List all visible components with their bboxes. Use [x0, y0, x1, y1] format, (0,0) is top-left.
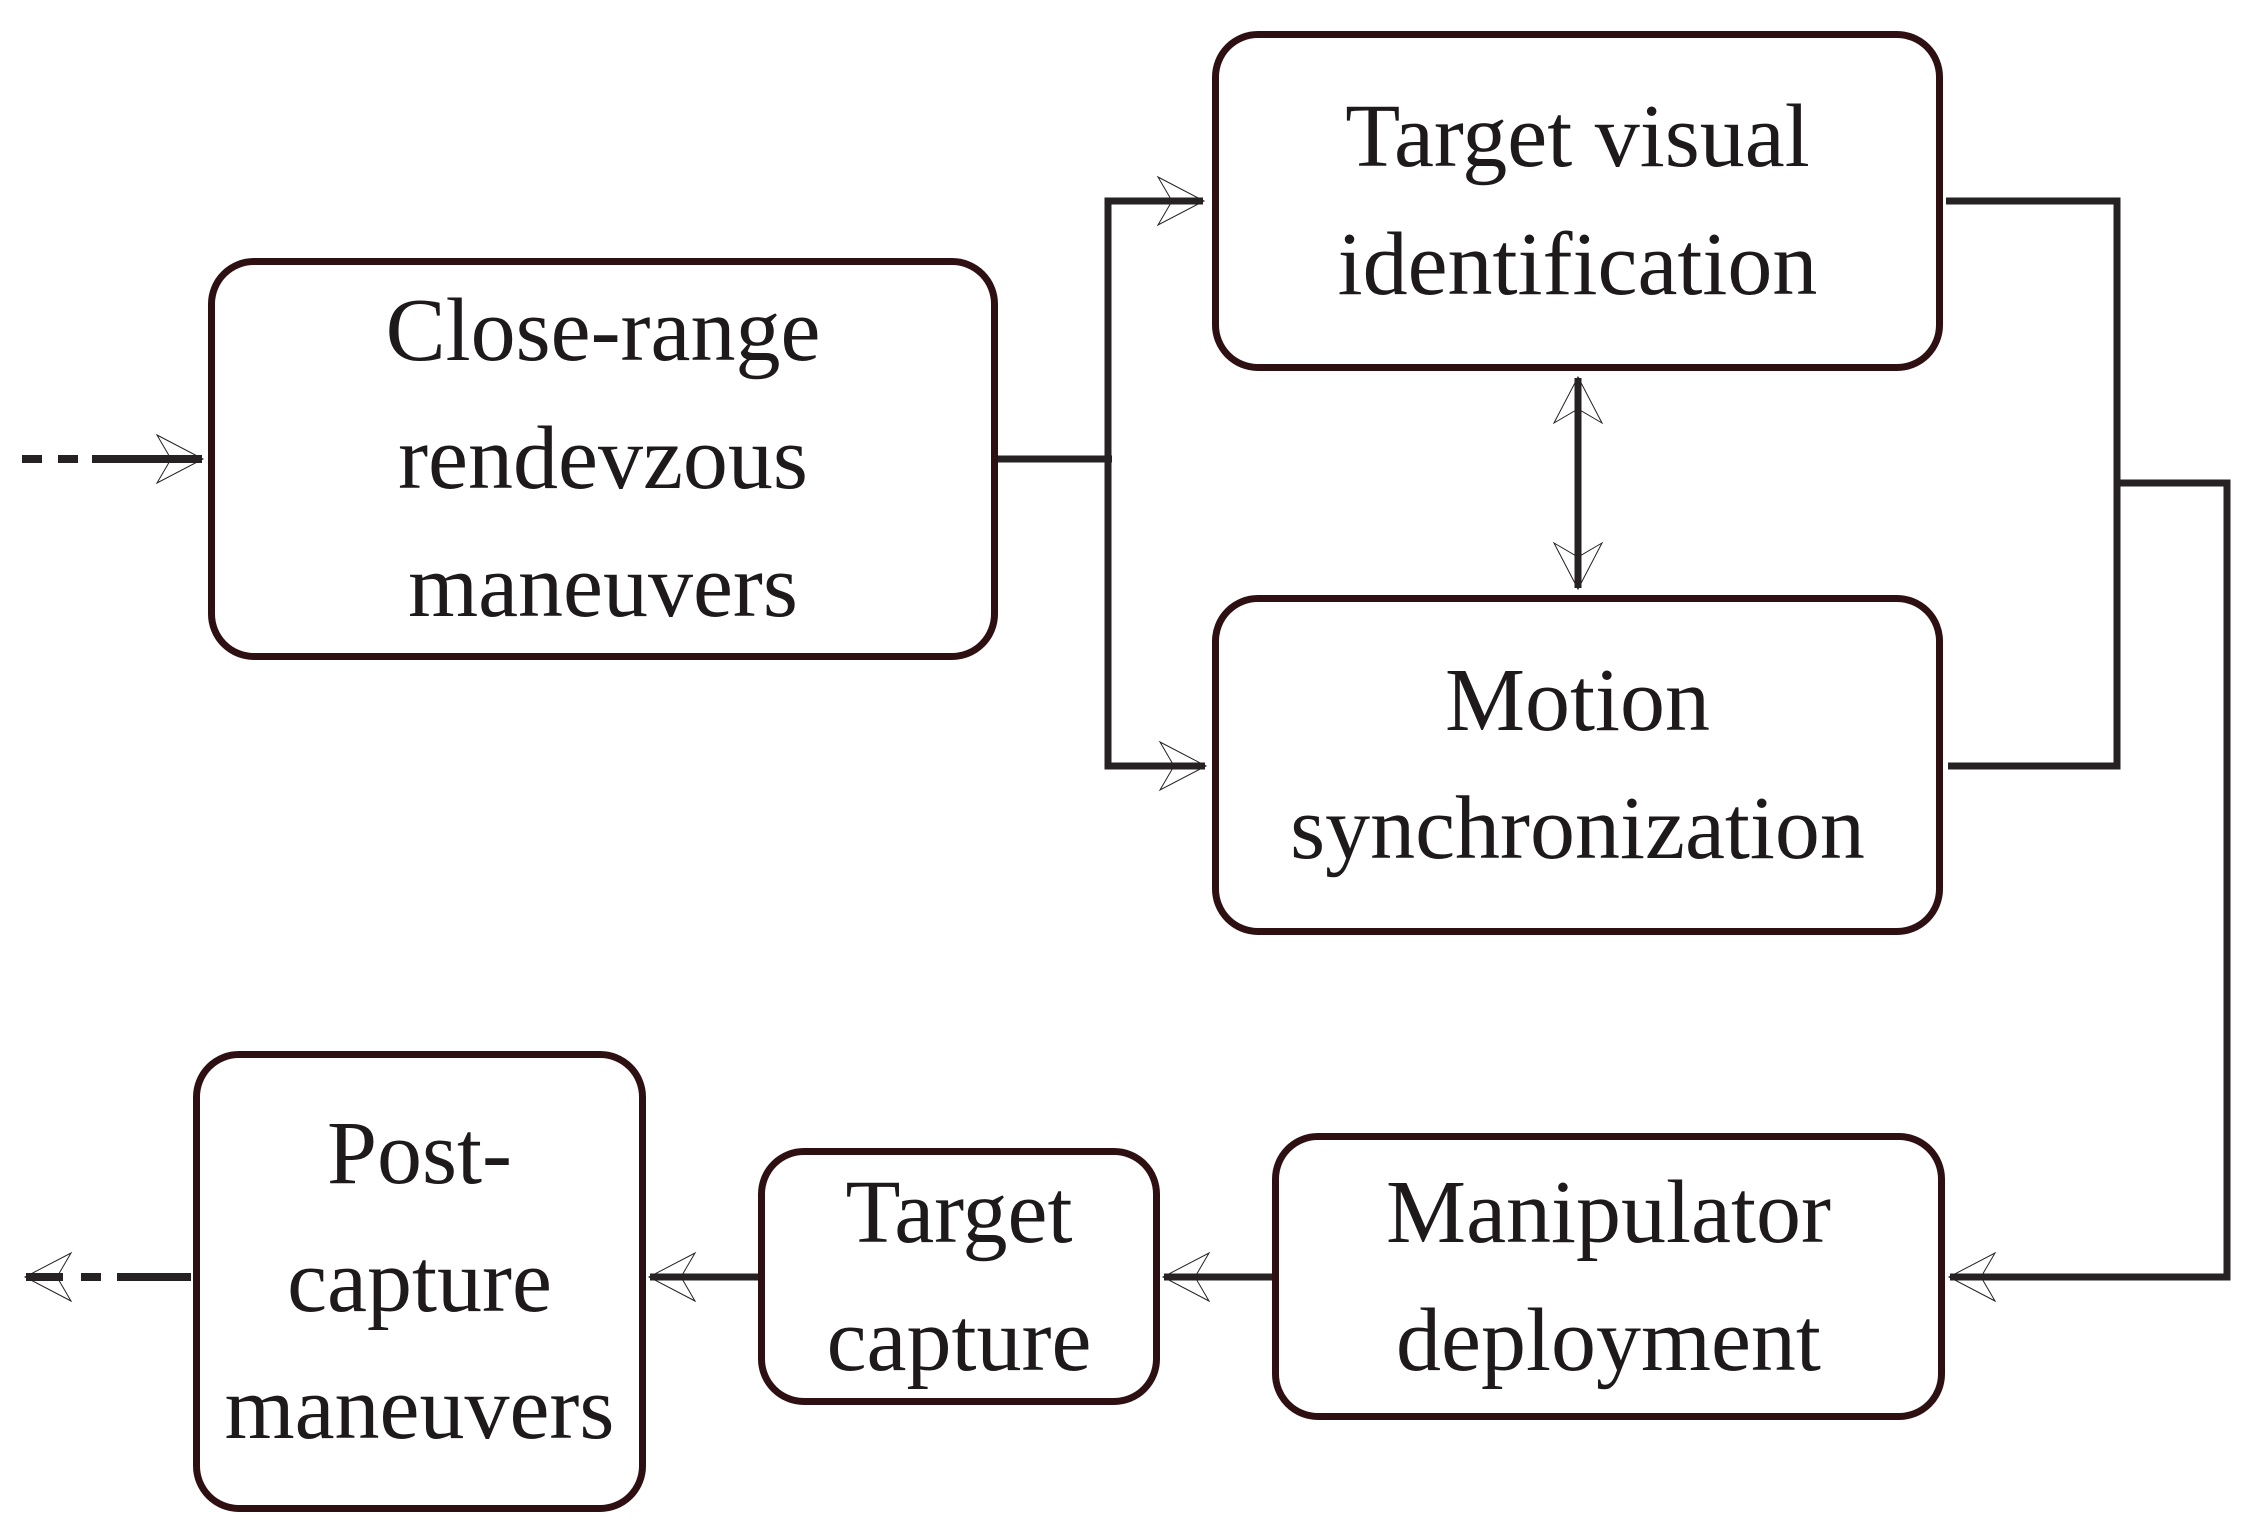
node-target-visual-identification: Target visual identification [1212, 31, 1943, 371]
node-post-capture-maneuvers: Post- capture maneuvers [193, 1051, 646, 1512]
node-target-capture: Target capture [758, 1148, 1160, 1405]
node-manipulator-deployment: Manipulator deployment [1272, 1133, 1945, 1420]
node-close-range-rendezvous-maneuvers: Close-range rendevzous maneuvers [208, 258, 998, 660]
edge-merge-to-manipulator [1947, 479, 2231, 1303]
node-motion-synchronization: Motion synchronization [1212, 595, 1943, 935]
edge-branch-to-target-visual [1104, 175, 1206, 459]
edge-right-merge-loop [1946, 197, 2121, 770]
edge-branch-to-motion-sync [1104, 459, 1208, 792]
